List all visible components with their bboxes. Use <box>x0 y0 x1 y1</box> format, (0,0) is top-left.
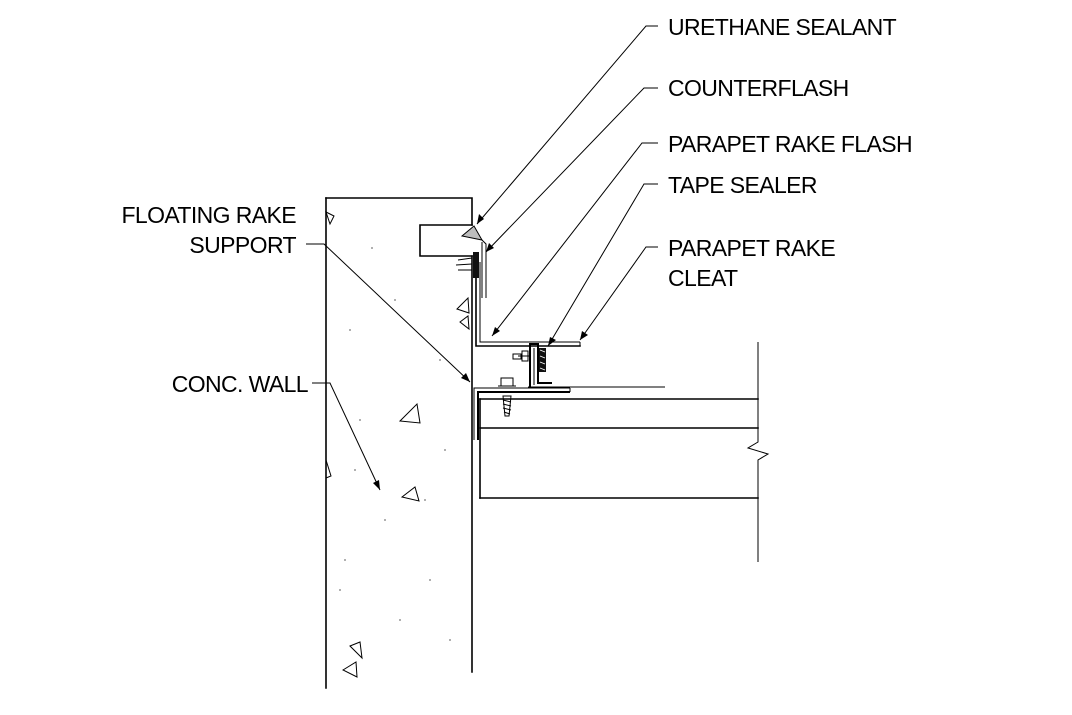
label-counterflash: COUNTERFLASH <box>668 75 849 101</box>
label-parapet-rake-cleat-line2: CLEAT <box>668 265 738 291</box>
fastener <box>498 377 516 417</box>
concrete-hatch <box>325 211 470 678</box>
label-parapet-rake-cleat-line1: PARAPET RAKE <box>668 235 835 261</box>
roof-panel <box>479 342 770 562</box>
parapet-rake-flash <box>475 257 581 347</box>
label-conc-wall: CONC. WALL <box>172 371 309 397</box>
counterflash <box>455 237 487 298</box>
parapet-rake-cleat <box>512 343 552 387</box>
floating-rake-support <box>473 386 665 440</box>
label-floating-rake-support-line2: SUPPORT <box>189 232 296 258</box>
label-parapet-rake-flash: PARAPET RAKE FLASH <box>668 131 912 157</box>
leader-lines <box>306 25 658 491</box>
label-floating-rake-support-line1: FLOATING RAKE <box>121 202 296 228</box>
tape-sealer <box>539 348 546 372</box>
urethane-sealant <box>460 225 483 241</box>
label-tape-sealer: TAPE SEALER <box>668 172 817 198</box>
concrete-wall <box>325 197 473 689</box>
label-urethane-sealant: URETHANE SEALANT <box>668 14 897 40</box>
